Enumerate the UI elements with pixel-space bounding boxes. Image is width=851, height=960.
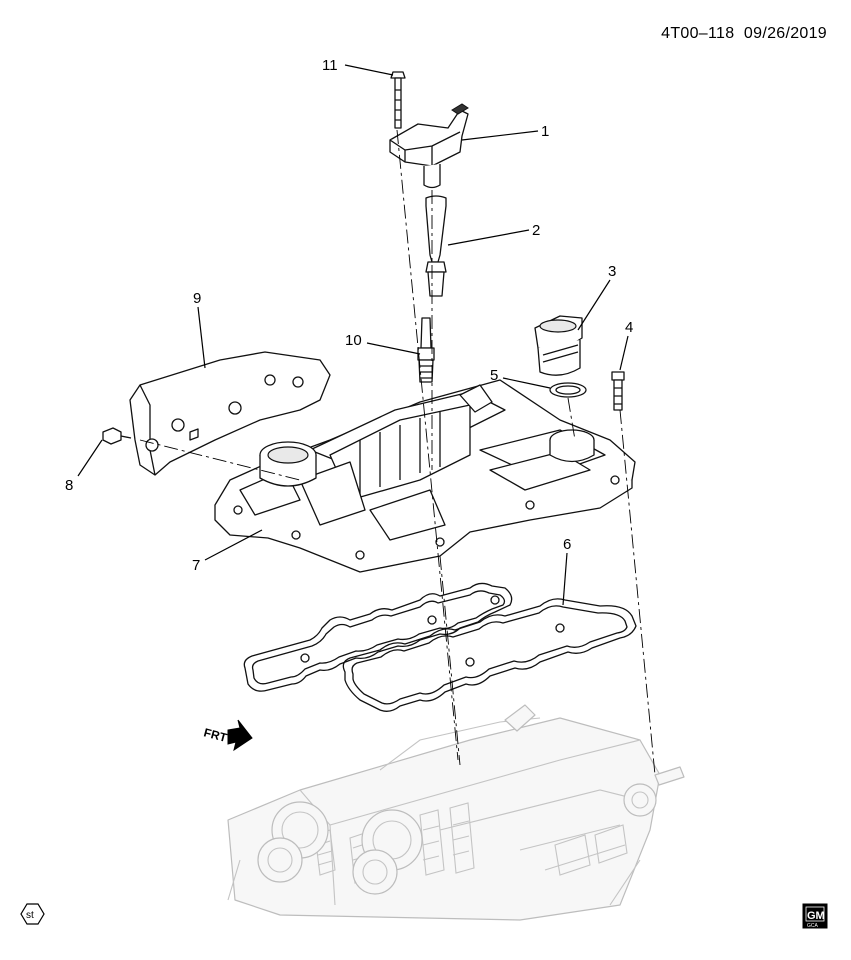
cylinder-head-background <box>227 704 685 921</box>
heat-shield <box>129 351 331 476</box>
alignment-lines <box>139 129 656 776</box>
callout-8: 8 <box>65 477 73 494</box>
diagram-header: 4T00–118 09/26/2019 <box>661 25 827 43</box>
oil-fill-cap <box>534 315 583 376</box>
ignition-coil <box>389 103 469 189</box>
callout-7: 7 <box>192 557 200 574</box>
st-badge-label: st <box>26 910 34 921</box>
diagram-code: 4T00–118 <box>661 25 735 42</box>
diagram-date: 09/26/2019 <box>743 25 827 42</box>
coil-bolt <box>390 71 406 129</box>
callout-6: 6 <box>563 536 571 553</box>
gm-logo-text: GM <box>807 910 825 922</box>
callout-1: 1 <box>541 123 549 140</box>
callout-4: 4 <box>625 319 633 336</box>
valve-cover-gasket <box>243 582 637 712</box>
valve-cover <box>214 379 636 573</box>
cover-bolt <box>611 371 625 411</box>
callout-3: 3 <box>608 263 616 280</box>
coil-boot <box>425 195 447 297</box>
leader-lines <box>77 64 629 606</box>
front-indicator-label: FRT <box>202 725 229 745</box>
callout-11: 11 <box>322 57 338 74</box>
gm-logo: GM GCA <box>802 903 828 929</box>
front-arrow-icon <box>227 719 253 752</box>
st-badge: st <box>20 903 45 925</box>
callout-numbers: 1 2 3 4 5 6 7 8 9 10 11 <box>65 57 633 574</box>
callout-9: 9 <box>193 290 201 307</box>
callout-5: 5 <box>490 367 498 384</box>
spark-plug <box>417 317 435 383</box>
callout-10: 10 <box>345 332 362 349</box>
shield-bolt <box>102 427 132 445</box>
front-indicator: FRT <box>202 719 253 752</box>
callout-2: 2 <box>532 222 540 239</box>
gm-logo-subtext: GCA <box>807 923 819 929</box>
oil-cap-seal <box>549 382 587 398</box>
